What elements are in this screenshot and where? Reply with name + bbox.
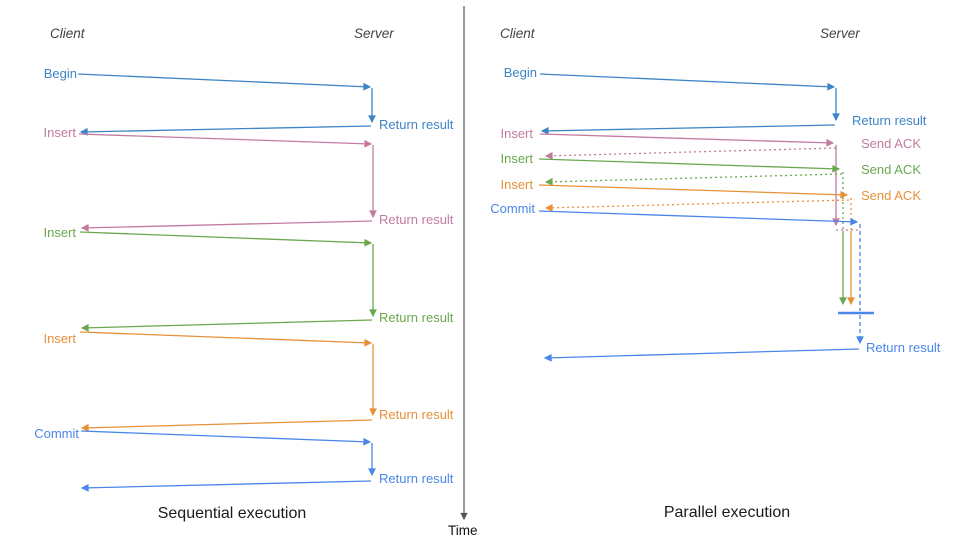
par-begin-return-label: Return result — [852, 113, 927, 128]
seq-insert2-return-line — [80, 319, 373, 332]
par-insert3-label: Insert — [500, 177, 533, 192]
par-client-lifeline-label: Client — [500, 26, 536, 41]
seq-insert2-request-line — [79, 231, 373, 247]
seq-begin-label: Begin — [44, 66, 77, 81]
par-commit-label: Commit — [490, 201, 535, 216]
sequential-panel-title: Sequential execution — [158, 505, 307, 522]
par-commit-request-line — [538, 210, 859, 226]
seq-begin-return-label: Return result — [379, 117, 454, 132]
par-insert1-request-line — [539, 133, 835, 147]
seq-begin-return-line — [79, 125, 372, 136]
seq-insert2-return-label: Return result — [379, 310, 454, 325]
par-insert3-ack-label: Send ACK — [861, 188, 921, 203]
par-insert3-ack-line — [544, 199, 850, 212]
seq-insert3-request-line — [79, 331, 373, 347]
time-axis: Time — [448, 6, 478, 538]
par-insert1-label: Insert — [500, 126, 533, 141]
sequential-panel: Client Server Begin Return result Insert… — [34, 26, 454, 522]
par-insert2-ack-label: Send ACK — [861, 162, 921, 177]
par-final-return-line — [543, 348, 860, 362]
par-insert2-label: Insert — [500, 151, 533, 166]
par-insert1-ack-line — [544, 147, 837, 160]
seq-insert1-return-label: Return result — [379, 212, 454, 227]
par-server-lifeline-label: Server — [820, 26, 860, 41]
seq-insert1-return-line — [80, 220, 373, 232]
seq-client-lifeline-label: Client — [50, 26, 86, 41]
par-insert3-request-line — [538, 184, 849, 199]
par-insert2-request-line — [538, 158, 841, 173]
seq-insert1-request-line — [78, 133, 373, 148]
par-begin-request-line — [539, 73, 836, 91]
seq-commit-return-line — [80, 480, 372, 492]
seq-insert1-label: Insert — [43, 125, 76, 140]
parallel-panel: Client Server Begin Return result Insert… — [490, 26, 941, 521]
par-final-return-label: Return result — [866, 340, 941, 355]
seq-begin-request-line — [77, 73, 372, 91]
par-insert1-ack-label: Send ACK — [861, 136, 921, 151]
par-begin-return-line — [540, 124, 836, 135]
par-begin-label: Begin — [504, 65, 537, 80]
seq-insert3-return-label: Return result — [379, 407, 454, 422]
seq-commit-return-label: Return result — [379, 471, 454, 486]
seq-insert3-label: Insert — [43, 331, 76, 346]
time-axis-label: Time — [448, 523, 478, 538]
par-insert2-ack-line — [544, 173, 843, 186]
parallel-panel-title: Parallel execution — [664, 504, 790, 521]
seq-commit-request-line — [80, 430, 372, 446]
seq-server-lifeline-label: Server — [354, 26, 394, 41]
seq-insert3-return-line — [80, 419, 373, 432]
seq-insert2-label: Insert — [43, 225, 76, 240]
seq-commit-label: Commit — [34, 426, 79, 441]
